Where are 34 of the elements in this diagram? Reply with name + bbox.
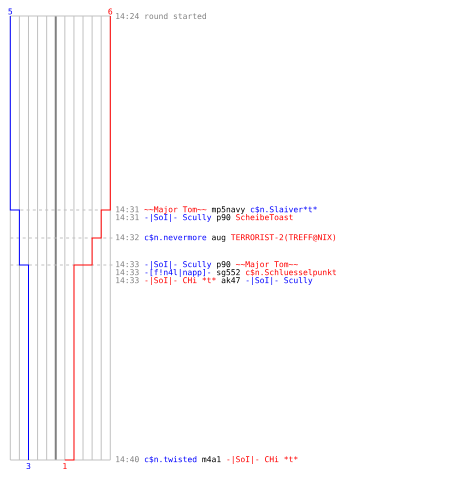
player-name: c$n.Schluesselpunkt xyxy=(246,269,336,277)
count-label: 5 xyxy=(8,8,12,14)
weapon-name: sg552 xyxy=(217,269,240,277)
timestamp: 14:33 xyxy=(116,261,139,268)
timestamp: 14:33 xyxy=(116,269,139,276)
timestamp: 14:31 xyxy=(116,206,139,212)
count-label: 3 xyxy=(26,462,30,470)
weapon-name: m4a1 xyxy=(202,456,221,462)
timestamp: 14:24 xyxy=(116,13,139,19)
weapon-name: ak47 xyxy=(222,277,240,284)
player-name: ~~Major Tom~~ xyxy=(144,206,206,214)
timestamp: 14:33 xyxy=(116,277,139,284)
player-name: ~~Major Tom~~ xyxy=(236,261,298,269)
player-name: -[f!n4l|napp]- xyxy=(146,269,210,277)
player-name: c$n.nevermore xyxy=(144,234,206,242)
player-name: -|SoI|- Scully xyxy=(146,214,212,222)
weapon-name: mp5navy xyxy=(212,206,245,214)
player-name: TERRORIST-2(TREFF@NIX) xyxy=(230,234,336,242)
player-name: -|SoI|- CHi *t* xyxy=(227,456,298,464)
event-text: round started xyxy=(146,12,206,20)
timestamp: 14:31 xyxy=(116,214,139,220)
count-label: 6 xyxy=(108,8,112,15)
timestamp: 14:32 xyxy=(116,234,139,240)
weapon-name: aug xyxy=(212,236,226,242)
player-name: ScheibeToast xyxy=(236,214,293,220)
weapon-name: p90 xyxy=(217,261,230,269)
weapon-name: p90 xyxy=(217,214,230,222)
player-name: -|SoI|- Scully xyxy=(146,261,212,269)
player-name: c$n.Slaiver*t* xyxy=(250,206,317,214)
count-label: 1 xyxy=(63,463,67,469)
player-name: c$n.twisted xyxy=(144,456,196,464)
player-name: -|SoI|- Scully xyxy=(246,277,312,285)
timestamp: 14:40 xyxy=(116,456,139,462)
player-name: -|SoI|- CHi *t* xyxy=(146,277,216,285)
